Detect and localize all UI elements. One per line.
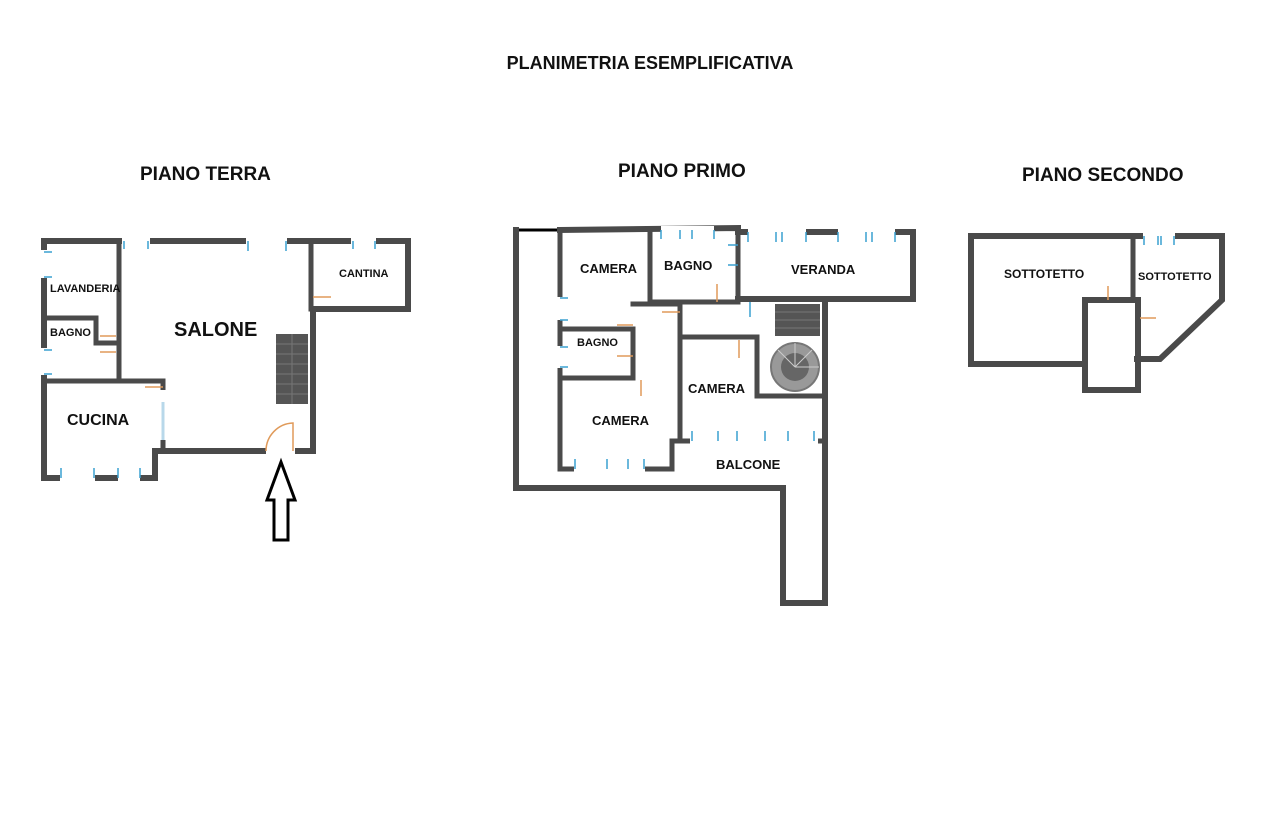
room-label: CAMERA xyxy=(688,381,746,396)
room-label: CANTINA xyxy=(339,268,389,280)
floor-title-second: PIANO SECONDO xyxy=(1022,165,1184,186)
room-label: SOTTOTETTO xyxy=(1138,271,1212,283)
room-label: SOTTOTETTO xyxy=(1004,267,1085,281)
second-floor-plan xyxy=(968,232,1225,393)
room-label: CUCINA xyxy=(67,412,130,429)
floor-title-first: PIANO PRIMO xyxy=(618,161,746,182)
room-label: CAMERA xyxy=(592,413,650,428)
floor-title-ground: PIANO TERRA xyxy=(140,164,271,185)
room-label: BAGNO xyxy=(50,327,91,339)
room-label: CAMERA xyxy=(580,261,638,276)
room-label: BALCONE xyxy=(716,457,781,472)
room-label: VERANDA xyxy=(791,262,856,277)
page-title: PLANIMETRIA ESEMPLIFICATIVA xyxy=(506,53,794,73)
entrance-arrow-icon xyxy=(264,457,298,542)
room-label: SALONE xyxy=(174,319,258,341)
staircase xyxy=(775,304,820,336)
ground-floor-plan xyxy=(40,237,411,542)
first-floor-plan xyxy=(513,224,916,606)
spiral-staircase-icon xyxy=(770,342,820,392)
room-label: BAGNO xyxy=(577,337,618,349)
room-label: LAVANDERIA xyxy=(50,283,121,295)
room-label: BAGNO xyxy=(664,258,713,273)
staircase xyxy=(276,334,308,404)
